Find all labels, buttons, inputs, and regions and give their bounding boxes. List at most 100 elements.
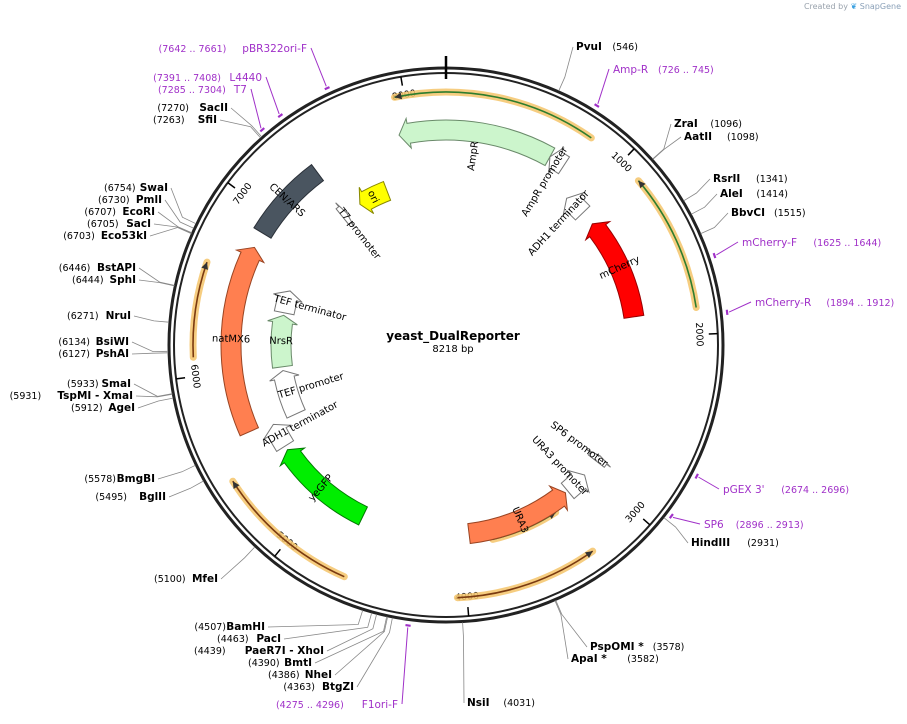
site-pspomi[interactable]: PspOMI * (3578) (555, 600, 685, 653)
site-swai[interactable]: SwaI(6754) (104, 182, 197, 225)
site-leader (168, 480, 204, 498)
orf-line (637, 180, 697, 308)
feature-yegfp[interactable]: yeGFP (279, 447, 369, 526)
site-leader (131, 352, 169, 355)
site-bstapi[interactable]: BstAPI(6446) (59, 262, 175, 286)
primer-range: (1894 .. 1912) (826, 298, 894, 309)
site-leader (138, 267, 175, 286)
site-bamhi[interactable]: BamHI(4507) (194, 610, 364, 633)
site-position: (4363) (283, 682, 315, 693)
site-name: PacI (256, 633, 281, 645)
site-bmgbi[interactable]: BmgBI(5578) (84, 464, 196, 485)
site-name: PspOMI * (590, 641, 644, 653)
feature-arrow (279, 447, 369, 526)
site-leader (220, 546, 256, 580)
site-position: (3582) (627, 654, 659, 665)
primer-name: SP6 (704, 519, 724, 531)
primer-t7[interactable]: T7(7285 .. 7304) (158, 84, 265, 133)
site-bglii[interactable]: BglII(5495) (95, 480, 204, 503)
primer-mark (405, 623, 411, 627)
primer-name: mCherry-R (755, 297, 811, 309)
feature-mcherry[interactable]: mCherry (584, 220, 645, 319)
site-name: BmtI (284, 657, 312, 669)
primer-mark (668, 513, 674, 519)
site-mfei[interactable]: MfeI(5100) (154, 546, 256, 585)
feature-nrsr[interactable]: NrsR (267, 314, 298, 369)
site-nsii[interactable]: NsiI(4031) (462, 622, 535, 710)
site-paer7i-xhoi[interactable]: PaeR7I - XhoI(4439) (194, 614, 377, 657)
feature-cen-ars[interactable]: CEN/ARS (253, 163, 325, 239)
tick-label: 7000 (231, 181, 254, 207)
site-nrui[interactable]: NruI(6271) (67, 310, 169, 323)
feature-natmx6[interactable]: natMX6 (212, 246, 266, 437)
site-name: NsiI (467, 697, 490, 709)
site-aatii[interactable]: AatII(1098) (652, 131, 759, 160)
site-sfii[interactable]: SfiI(7263) (153, 114, 261, 139)
primer-amp-r[interactable]: Amp-R(726 .. 745) (594, 64, 714, 108)
site-hindiii[interactable]: HindIII(2931) (663, 517, 779, 549)
site-name: SacII (199, 102, 228, 114)
site-pvui[interactable]: PvuI(546) (558, 41, 638, 92)
site-tspmi-xmai[interactable]: TspMI - XmaI(5931) (10, 390, 173, 402)
primer-mcherry-r[interactable]: mCherry-R (1894 .. 1912) (725, 297, 894, 316)
plasmid-title: yeast_DualReporter 8218 bp (353, 329, 553, 355)
site-eco53ki[interactable]: Eco53kI(6703) (63, 227, 192, 243)
primer-name: T7 (233, 84, 247, 96)
site-leader (683, 178, 711, 202)
primer-pbr322ori-f[interactable]: pBR322ori-F(7642 .. 7661) (159, 43, 330, 91)
site-position: (4463) (217, 634, 249, 645)
site-leader (131, 341, 169, 353)
primer-mark (259, 127, 265, 133)
feature-arrow (562, 191, 591, 221)
primer-mcherry-f[interactable]: mCherry-F(1625 .. 1644) (712, 237, 882, 259)
site-bsiwi[interactable]: BsiWI(6134) (58, 336, 169, 353)
primer-leader (716, 241, 739, 256)
site-zrai[interactable]: ZraI(1096) (652, 118, 742, 160)
site-sphi[interactable]: SphI(6444) (72, 274, 175, 287)
site-leader (153, 223, 192, 234)
site-position: (546) (612, 42, 638, 53)
tick-label: 3000 (624, 500, 648, 525)
site-sacii[interactable]: SacII(7270) (157, 102, 262, 138)
restriction-sites: PvuI(546) ZraI(1096)AatII(1098) RsrII(1341… (10, 41, 806, 709)
site-apai[interactable]: ApaI *(3582) (554, 600, 659, 665)
primer-sp6[interactable]: SP6(2896 .. 2913) (668, 513, 804, 531)
feature-label: ori (365, 189, 381, 206)
feature-ori[interactable]: ori (358, 180, 392, 214)
site-saci[interactable]: SacI(6705) (87, 218, 192, 234)
site-bbvci[interactable]: BbvCI(1515) (700, 207, 806, 234)
feature-t7-promoter[interactable]: T7 promoter (335, 202, 383, 263)
site-bmti[interactable]: BmtI(4390) (248, 616, 388, 669)
orf-line (232, 480, 345, 578)
site-agei[interactable]: AgeI(5912) (71, 397, 174, 414)
primer-leader (310, 47, 327, 87)
site-paci[interactable]: PacI (4463) (217, 612, 373, 645)
site-position: (5912) (71, 403, 103, 414)
primer-leader (728, 301, 752, 313)
site-nhei[interactable]: NheI(4386) (268, 616, 388, 681)
snapgene-credit: Created by ❦ SnapGene (804, 2, 901, 11)
site-pmli[interactable]: PmlI(6730) (98, 194, 194, 229)
site-pshai[interactable]: PshAI(6127) (58, 348, 169, 360)
orf-arrowhead (232, 481, 240, 489)
feature-ampr[interactable]: AmpR (398, 116, 556, 172)
orf-line (192, 261, 208, 358)
primer-mark (324, 86, 330, 91)
site-alei[interactable]: AleI(1414) (691, 188, 788, 215)
primer-pgex-3[interactable]: pGEX 3'(2674 .. 2696) (694, 473, 850, 496)
site-leader (652, 123, 672, 160)
feature-ura3[interactable]: URA3 (467, 484, 569, 545)
site-ecori[interactable]: EcoRI(6707) (84, 206, 192, 234)
tick-mark (627, 148, 635, 156)
site-rsrii[interactable]: RsrII(1341) (683, 173, 788, 202)
primer-f1ori-f[interactable]: F1ori-F(4275 .. 4296) (276, 623, 411, 711)
site-name: SmaI (102, 378, 132, 390)
site-position: (3578) (653, 642, 685, 653)
site-name: SacI (126, 218, 151, 230)
site-name: BamHI (226, 621, 265, 633)
primer-l4440[interactable]: L4440(7391 .. 7408) (153, 72, 284, 118)
site-smai[interactable]: SmaI(5933) (67, 378, 173, 397)
primer-leader (672, 516, 701, 525)
site-name: BsiWI (96, 336, 129, 348)
site-btgzi[interactable]: BtgZI(4363) (283, 617, 393, 693)
